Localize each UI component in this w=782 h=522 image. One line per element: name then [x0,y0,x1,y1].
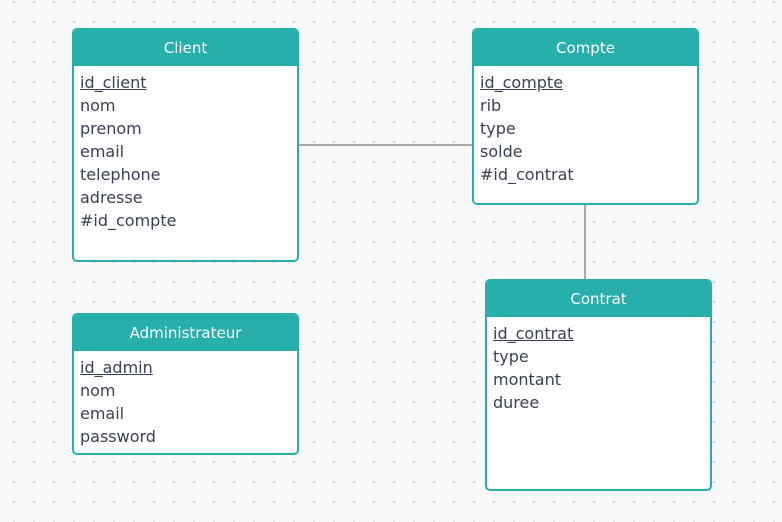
attribute: adresse [80,188,143,207]
attribute: duree [493,393,540,412]
attribute: email [80,142,125,161]
attribute: rib [480,96,502,115]
attribute: nom [80,96,116,115]
entity-compte-attributes: id_compte rib type solde #id_contrat [474,66,697,186]
attribute: telephone [80,165,161,184]
attribute-primary-key: id_client [80,73,147,92]
entity-contrat-title: Contrat [487,281,710,317]
entity-administrateur-title: Administrateur [74,315,297,351]
entity-client[interactable]: Client id_client nom prenom email teleph… [72,28,299,262]
entity-client-title: Client [74,30,297,66]
entity-administrateur-attributes: id_admin nom email password [74,351,297,448]
attribute-primary-key: id_compte [480,73,564,92]
attribute-foreign-key: #id_contrat [480,165,574,184]
attribute: type [493,347,529,366]
attribute: password [80,427,156,446]
attribute: prenom [80,119,142,138]
attribute: email [80,404,125,423]
entity-contrat[interactable]: Contrat id_contrat type montant duree [485,279,712,491]
attribute: solde [480,142,523,161]
attribute-primary-key: id_admin [80,358,153,377]
entity-contrat-attributes: id_contrat type montant duree [487,317,710,414]
attribute-primary-key: id_contrat [493,324,574,343]
entity-compte[interactable]: Compte id_compte rib type solde #id_cont… [472,28,699,205]
entity-client-attributes: id_client nom prenom email telephone adr… [74,66,297,232]
entity-administrateur[interactable]: Administrateur id_admin nom email passwo… [72,313,299,455]
attribute: montant [493,370,562,389]
attribute-foreign-key: #id_compte [80,211,177,230]
entity-compte-title: Compte [474,30,697,66]
attribute: type [480,119,516,138]
attribute: nom [80,381,116,400]
